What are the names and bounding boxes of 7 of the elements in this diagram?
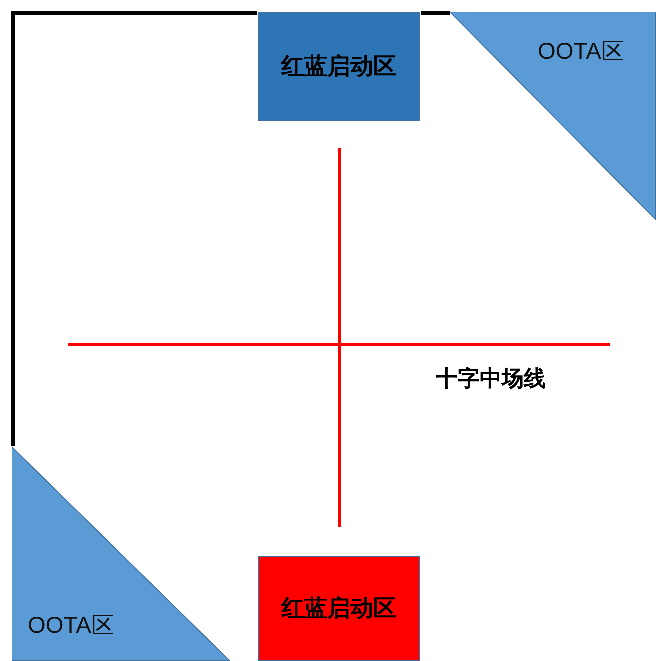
start-zone-box xyxy=(258,12,420,121)
line-label: 十字中场线 xyxy=(436,366,546,394)
zone-label: OOTA区 xyxy=(28,611,114,640)
zone-label: 红蓝启动区 xyxy=(282,53,396,82)
zone-label: OOTA区 xyxy=(538,37,624,66)
zone-label: 红蓝启动区 xyxy=(282,595,396,624)
start-zone-box xyxy=(258,556,420,661)
